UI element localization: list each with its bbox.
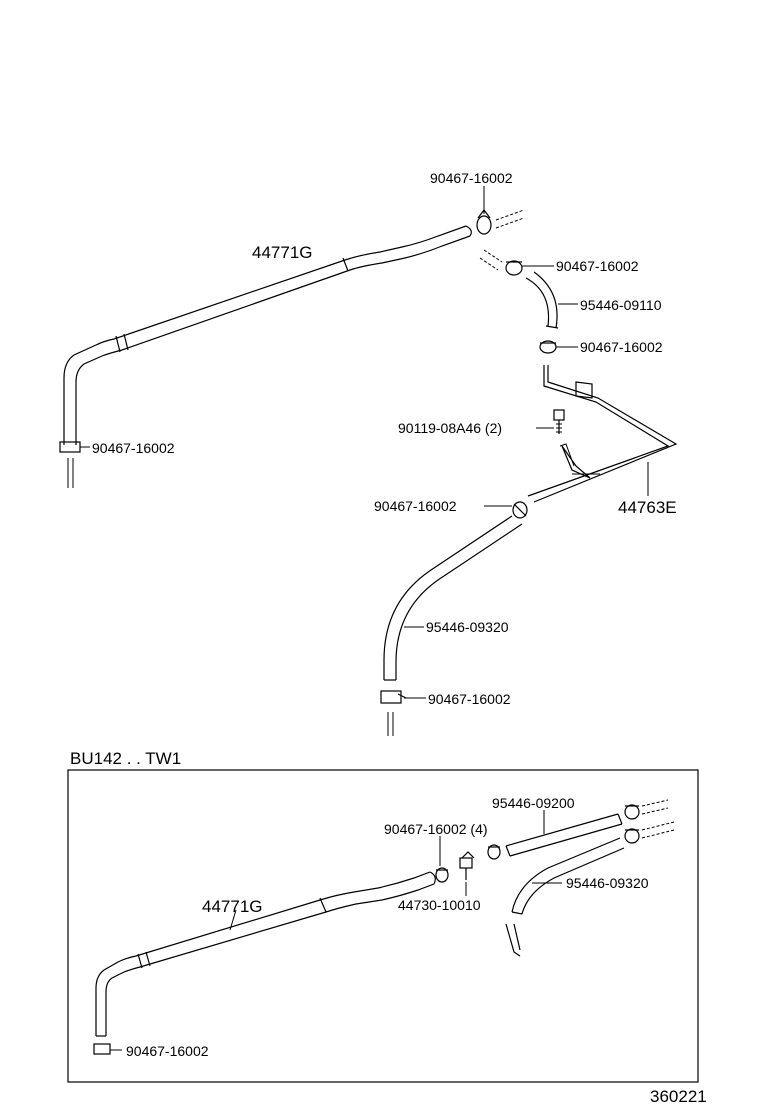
- box-clamp-right: [624, 799, 675, 844]
- label-clamp-left-bottom: 90467-16002: [92, 440, 175, 456]
- box-hose-95446-09200: [505, 813, 623, 857]
- clamp-left-bottom: [59, 441, 81, 488]
- label-box-hose-main: 44771G: [202, 897, 263, 916]
- box-hose-95446-09320: [505, 837, 625, 957]
- variant-title: BU142 . . TW1: [70, 749, 181, 768]
- label-pipe: 44763E: [618, 498, 677, 517]
- box-clamp-left: [93, 1043, 111, 1055]
- box-hose-44771g: [95, 871, 436, 1037]
- label-box-valve: 44730-10010: [398, 897, 481, 913]
- clamp-mid: [512, 501, 528, 519]
- clamp-right-1: [479, 249, 523, 276]
- clamp-right-2: [539, 340, 557, 354]
- box-valve-44730: [459, 851, 475, 880]
- label-bolt: 90119-08A46 (2): [398, 420, 502, 436]
- bolt-icon: [553, 409, 565, 434]
- label-clamp-right-2: 90467-16002: [580, 339, 663, 355]
- label-clamp-mid: 90467-16002: [374, 498, 457, 514]
- box-clamp-mid: [487, 844, 501, 860]
- hose-95446-09110: [525, 271, 559, 329]
- pipe-44763e: [527, 365, 678, 503]
- variant-box: [67, 769, 699, 1083]
- diagram-number: 360221: [650, 1087, 707, 1106]
- leader-lines-box: [110, 810, 562, 1051]
- label-hose-main: 44771G: [252, 243, 313, 262]
- label-hose-small: 95446-09110: [580, 297, 662, 313]
- label-clamp-right-1: 90467-16002: [556, 258, 639, 274]
- hose-44771g: [63, 225, 472, 445]
- hose-95446-09320: [383, 515, 523, 681]
- label-hose-long: 95446-09320: [426, 619, 509, 635]
- leader-lines-upper: [80, 186, 649, 699]
- label-box-clamp-bottom: 90467-16002: [126, 1043, 209, 1059]
- label-clamp-bottom: 90467-16002: [428, 691, 511, 707]
- label-box-hose-right: 95446-09320: [566, 875, 649, 891]
- label-box-hose-top: 95446-09200: [492, 795, 575, 811]
- box-clamp-valve: [435, 867, 449, 883]
- label-top-clamp: 90467-16002: [430, 170, 513, 186]
- clamp-bottom: [380, 690, 407, 736]
- label-box-clamp-4: 90467-16002 (4): [384, 821, 488, 837]
